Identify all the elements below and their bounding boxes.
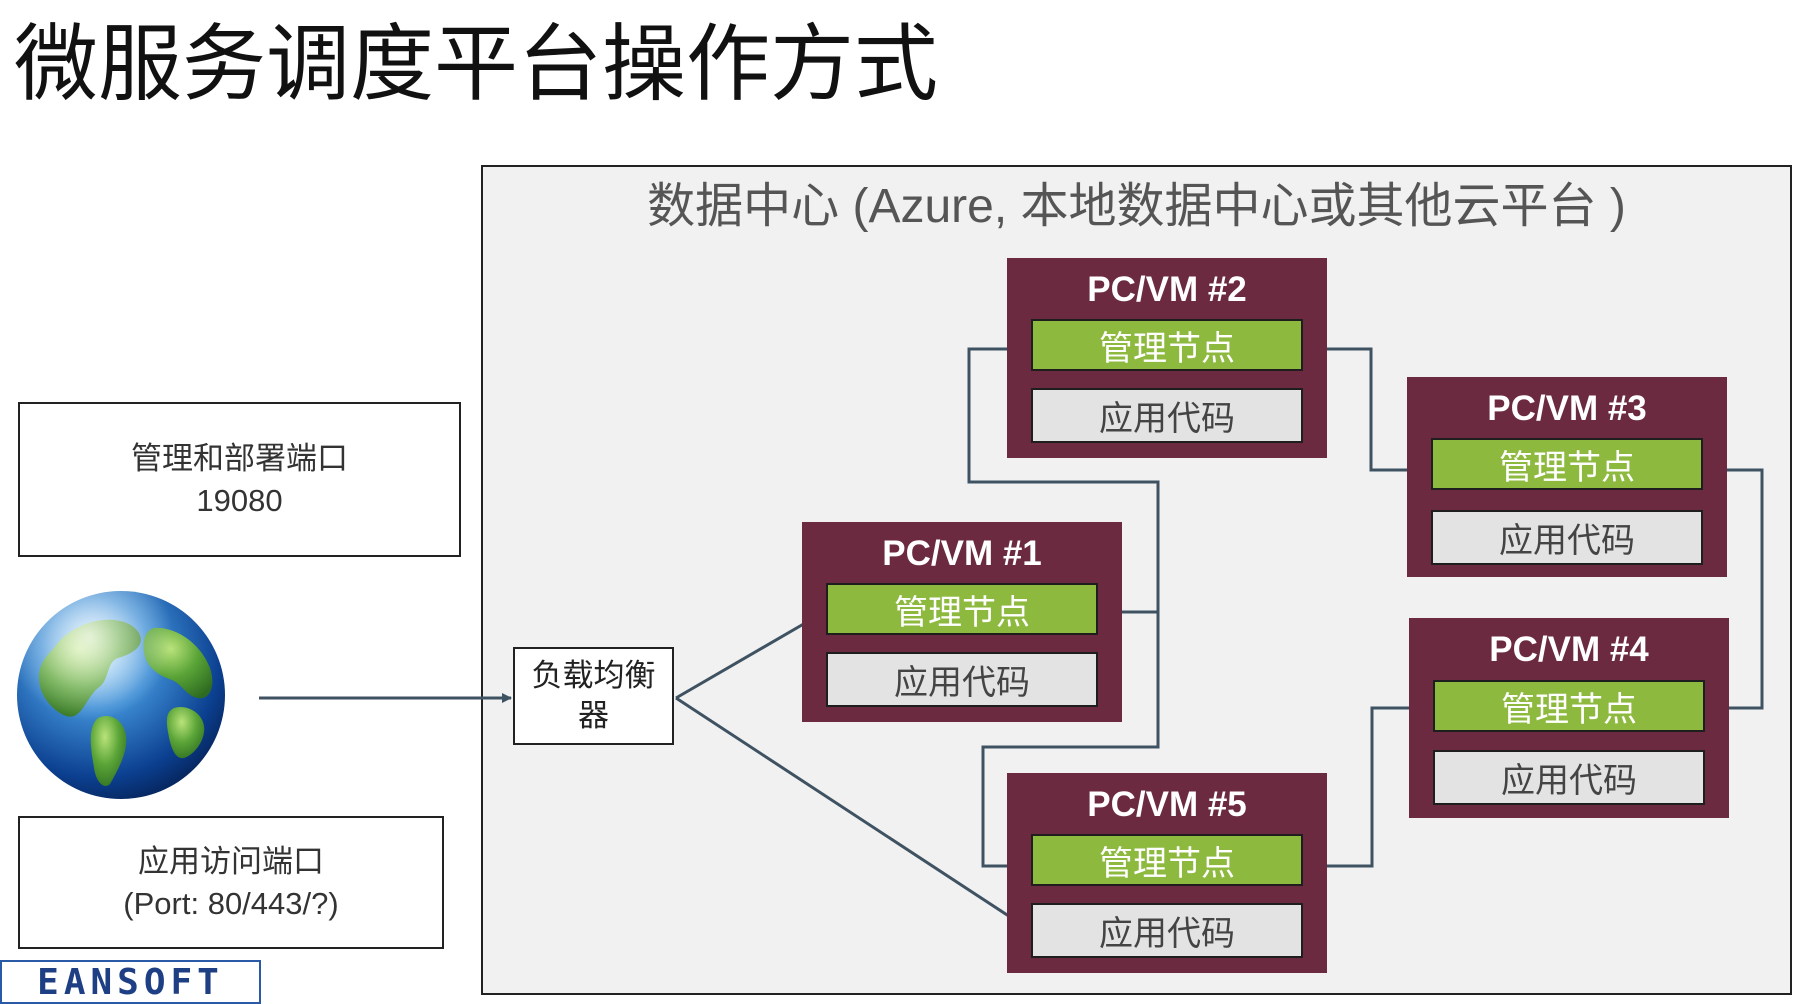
vm-title: PC/VM #3 xyxy=(1487,389,1647,428)
management-port-label: 管理和部署端口 xyxy=(131,440,348,476)
management-node: 管理节点 xyxy=(1031,834,1303,886)
management-port-value: 19080 xyxy=(196,482,283,518)
globe-icon xyxy=(14,588,228,802)
management-node: 管理节点 xyxy=(826,583,1098,635)
application-code: 应用代码 xyxy=(1031,903,1303,958)
vm-title: PC/VM #2 xyxy=(1087,270,1247,309)
app-access-port-value: (Port: 80/443/?) xyxy=(123,885,339,921)
vm-node-5: PC/VM #5 管理节点 应用代码 xyxy=(1007,773,1327,973)
vm-node-3: PC/VM #3 管理节点 应用代码 xyxy=(1407,377,1727,577)
application-code: 应用代码 xyxy=(1031,388,1303,443)
management-node: 管理节点 xyxy=(1433,680,1705,732)
company-logo: EANSOFT xyxy=(0,960,261,1004)
app-access-port-label: 应用访问端口 xyxy=(138,843,324,879)
application-code: 应用代码 xyxy=(1431,510,1703,565)
vm-title: PC/VM #5 xyxy=(1087,785,1247,824)
load-balancer-label: 负载均衡器 xyxy=(531,658,656,733)
application-code: 应用代码 xyxy=(826,652,1098,707)
vm-node-4: PC/VM #4 管理节点 应用代码 xyxy=(1409,618,1729,818)
vm-node-2: PC/VM #2 管理节点 应用代码 xyxy=(1007,258,1327,458)
vm-title: PC/VM #4 xyxy=(1489,630,1649,669)
datacenter-title: 数据中心 (Azure, 本地数据中心或其他云平台 ) xyxy=(647,180,1626,233)
management-node: 管理节点 xyxy=(1431,438,1703,490)
management-node: 管理节点 xyxy=(1031,319,1303,371)
vm-node-1: PC/VM #1 管理节点 应用代码 xyxy=(802,522,1122,722)
app-access-port-box: 应用访问端口 (Port: 80/443/?) xyxy=(18,816,444,949)
management-port-box: 管理和部署端口 19080 xyxy=(18,402,461,557)
load-balancer-box: 负载均衡器 xyxy=(513,647,674,745)
logo-text: EANSOFT xyxy=(37,961,224,1003)
vm-title: PC/VM #1 xyxy=(882,534,1042,573)
page-title: 微服务调度平台操作方式 xyxy=(14,15,939,113)
application-code: 应用代码 xyxy=(1433,750,1705,805)
